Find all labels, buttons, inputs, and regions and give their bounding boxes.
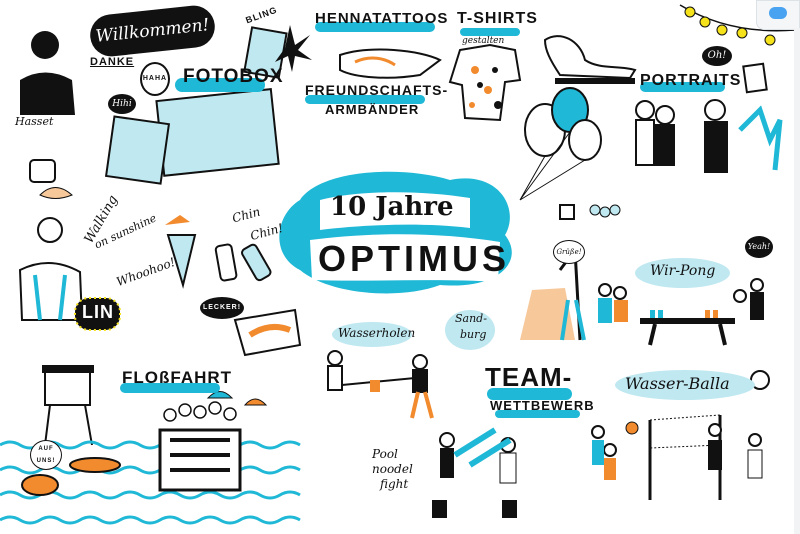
plant bbox=[738, 105, 783, 171]
umbrella bbox=[206, 391, 234, 399]
yeah-speech-bubble: Yeah! bbox=[745, 236, 773, 258]
pool-noodles bbox=[453, 427, 512, 468]
fotobox-title: FOTOBOX bbox=[183, 66, 284, 87]
sausage-tray bbox=[233, 308, 302, 357]
light-bulbs bbox=[684, 6, 776, 46]
anniversary-subtitle: 10 Jahre bbox=[330, 192, 454, 222]
lifeguard-tower bbox=[44, 367, 93, 446]
highlight-bar bbox=[315, 22, 435, 32]
company-name: OPTIMUS bbox=[318, 238, 511, 279]
label-cloud bbox=[615, 370, 755, 400]
team-title-line2: WETTBEWERB bbox=[490, 398, 595, 413]
noodle-label-line2: noodel bbox=[372, 462, 413, 476]
oh-speech-bubble: Oh! bbox=[702, 46, 732, 66]
highlight-bar bbox=[120, 383, 220, 393]
portrait-figures bbox=[635, 62, 768, 173]
singer-body bbox=[18, 261, 84, 321]
lecker-speech-bubble: LECKER! bbox=[200, 297, 244, 319]
water-carrying-title: Wasserholen bbox=[338, 326, 416, 340]
volleyball-title: Wasser-Balla bbox=[625, 374, 730, 393]
float-mattress bbox=[69, 457, 121, 473]
label-cloud bbox=[635, 258, 730, 288]
cocktail-umbrella bbox=[165, 215, 190, 225]
tshirts-subtitle: gestalten bbox=[462, 36, 505, 46]
pong-title: Wir-Pong bbox=[650, 263, 716, 279]
bottle bbox=[241, 243, 272, 282]
lin-sign: LIN bbox=[82, 302, 114, 322]
tshirt bbox=[448, 43, 522, 122]
sandcastle-label-line1: Sand- bbox=[455, 312, 487, 325]
friendship-title-line1: FREUNDSCHAFTS- bbox=[305, 82, 449, 98]
tshirts-title: T-SHIRTS bbox=[457, 10, 538, 27]
highlight-bar bbox=[305, 95, 425, 104]
henna-title: HENNATATTOOS bbox=[315, 10, 449, 27]
flash-star bbox=[275, 25, 312, 72]
friendship-title-line2: ARMBÄNDER bbox=[325, 102, 420, 117]
volleyball-players bbox=[591, 423, 762, 457]
dice bbox=[559, 204, 575, 220]
water-carriers bbox=[327, 350, 428, 393]
label-cloud bbox=[445, 310, 495, 350]
highlight-bar bbox=[460, 28, 520, 36]
highlight-bar bbox=[487, 388, 572, 400]
cheer-speech-bubble: AUF UNS! bbox=[30, 440, 62, 470]
photo-frame bbox=[104, 115, 171, 185]
greeting-speech-bubble: Grüße! bbox=[553, 240, 585, 264]
ice-cream-cone bbox=[166, 234, 197, 289]
balloons bbox=[519, 87, 602, 201]
pong-table bbox=[640, 318, 735, 324]
seal bbox=[543, 35, 637, 80]
game-pieces bbox=[589, 204, 621, 218]
team-title-line1: TEAM- bbox=[485, 362, 573, 392]
noodle-label-line1: Pool bbox=[372, 447, 398, 461]
hihi-speech-bubble: Hihi bbox=[108, 94, 136, 114]
portraits-title: PORTRAITS bbox=[640, 72, 742, 89]
water-cup bbox=[370, 380, 380, 392]
highlight-bar bbox=[175, 78, 265, 92]
croissant bbox=[39, 187, 73, 199]
label-cloud bbox=[332, 322, 412, 347]
highlight-bar bbox=[495, 410, 580, 418]
bottle bbox=[214, 243, 238, 282]
swim-ring bbox=[21, 474, 59, 496]
scrollbar[interactable] bbox=[794, 28, 800, 534]
noodle-label-line3: fight bbox=[380, 477, 409, 491]
notification-card[interactable] bbox=[756, 0, 800, 30]
lin-sign-board bbox=[74, 297, 121, 331]
highlight-bar bbox=[640, 82, 725, 92]
sandcastle-label-line2: burg bbox=[460, 328, 487, 341]
host-name: Hasset bbox=[15, 115, 54, 128]
pong-players bbox=[598, 278, 764, 303]
danke-text: DANKE bbox=[90, 56, 135, 68]
singer-head bbox=[37, 217, 63, 243]
photo-frame bbox=[155, 88, 280, 177]
raft-title: FLOßFAHRT bbox=[122, 368, 233, 387]
sand-castle bbox=[520, 288, 575, 340]
coffee-cup bbox=[29, 159, 56, 183]
umbrella bbox=[243, 398, 268, 406]
cloud-icon bbox=[769, 7, 787, 19]
host-figure bbox=[20, 31, 75, 115]
ball bbox=[625, 421, 639, 435]
haha-speech-bubble: HAHA bbox=[140, 62, 170, 96]
raft-passengers bbox=[163, 401, 237, 422]
